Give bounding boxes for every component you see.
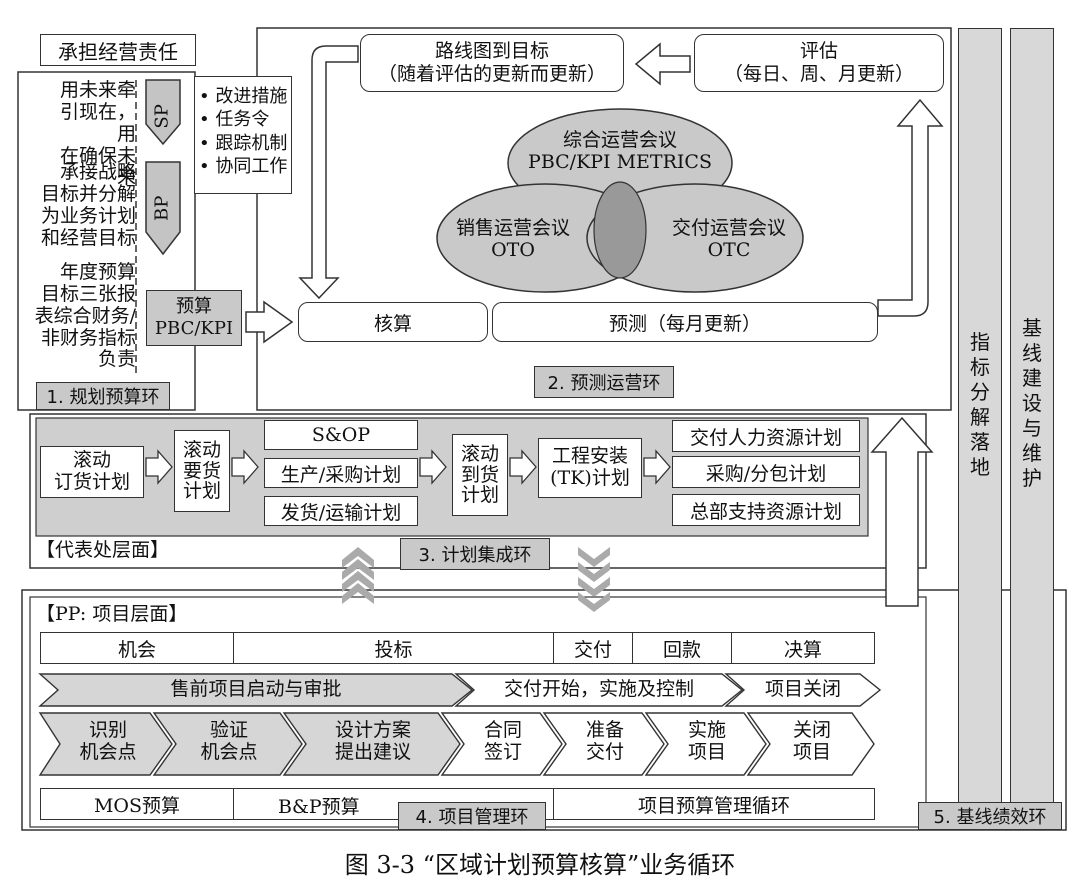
meeting-top-label: 综合运营会议 PBC/KPI METRICS — [528, 129, 712, 173]
bp-chevron — [145, 161, 181, 256]
measure-item: • 改进措施 — [199, 86, 288, 107]
phase-bidding: 投标 — [233, 632, 554, 664]
phase-settlement: 决算 — [731, 632, 875, 664]
sop-box: S&OP — [264, 420, 418, 450]
accounting-box: 核算 — [298, 302, 488, 342]
responsibility-header: 承担经营责任 — [40, 34, 196, 66]
rolling-demand-box: 滚动 要货 计划 — [174, 430, 230, 512]
forecast-frame — [256, 27, 952, 411]
hq-support-box: 总部支持资源计划 — [672, 494, 860, 526]
phase-delivery: 交付 — [553, 632, 633, 664]
kpi-breakdown-label: 指 标 分 解 落 地 — [970, 330, 990, 479]
venn-center — [593, 181, 647, 279]
bp-label: BP — [151, 195, 173, 222]
budget-pbc-box: 预算 PBC/KPI — [146, 290, 242, 346]
step-close: 关闭 项目 — [792, 719, 831, 763]
project-up-arrow — [870, 416, 934, 607]
budget-arrow — [245, 300, 294, 344]
measure-item: • 协同工作 — [199, 156, 288, 178]
mos-budget-box: MOS预算 — [40, 788, 234, 820]
shipping-plan-box: 发货/运输计划 — [264, 496, 418, 526]
rep-office-level: 【代表处层面】 — [36, 539, 170, 561]
stage-arrow-close — [724, 673, 882, 707]
loop-label-4: 4. 项目管理环 — [398, 802, 546, 830]
rolling-order-box: 滚动 订货计划 — [40, 446, 144, 498]
loop-label-3: 3. 计划集成环 — [400, 538, 550, 570]
stage-presale-label: 售前项目启动与审批 — [170, 678, 342, 701]
stage-arrow-presale — [38, 673, 474, 707]
loop-label-1: 1. 规划预算环 — [36, 382, 170, 410]
meeting-right-label: 交付运营会议 OTC — [671, 217, 786, 261]
delivery-hr-box: 交付人力资源计划 — [672, 420, 860, 452]
baseline-build-label: 基 线 建 设 与 维 护 — [1022, 316, 1042, 490]
figure-caption: 图 3-3 “区域计划预算核算”业务循环 — [344, 851, 736, 880]
forecast-box: 预测（每月更新） — [492, 302, 878, 342]
step-verify: 验证 机会点 — [200, 719, 258, 763]
procurement-plan-box: 采购/分包计划 — [672, 456, 860, 488]
forecast-up-arrow — [877, 98, 944, 317]
step-prepare: 准备 交付 — [585, 719, 624, 763]
chevrons-up-stack — [342, 547, 374, 604]
loop-label-5: 5. 基线绩效环 — [918, 802, 1062, 830]
annual-budget-text: 年度预算 目标三张报 表综合财务/ 非财务指标 负责 — [34, 261, 136, 371]
sp-label: SP — [151, 104, 173, 129]
roadmap-down-arrow — [298, 45, 359, 300]
phase-payment: 回款 — [632, 632, 732, 664]
strategy-text: 承接战略 目标并分解 为业务计划 和经营目标 — [40, 161, 136, 249]
measures-box: • 改进措施 • 任务令 • 跟踪机制 • 协同工作 — [194, 76, 292, 194]
chevrons-down-stack — [578, 547, 610, 612]
stage-close-label: 项目关闭 — [764, 678, 841, 701]
future-text: 用未来牵 引现在，用 在确保未来 — [59, 79, 136, 189]
baseline-build-column — [1010, 28, 1054, 822]
measure-item: • 跟踪机制 — [199, 132, 288, 154]
measure-item: • 任务令 — [199, 109, 270, 131]
evaluate-left-arrow — [634, 42, 691, 86]
project-level: 【PP: 项目层面】 — [36, 603, 188, 625]
step-implement: 实施 项目 — [687, 719, 726, 763]
meeting-left-label: 销售运营会议 OTO — [455, 217, 570, 261]
project-budget-cycle-box: 项目预算管理循环 — [553, 788, 875, 820]
step-contract: 合同 签订 — [483, 719, 522, 763]
step-identify: 识别 机会点 — [79, 719, 137, 763]
phase-opportunity: 机会 — [40, 632, 234, 664]
rolling-arrival-box: 滚动 到货 计划 — [452, 434, 508, 516]
step-design: 设计方案 提出建议 — [334, 719, 411, 763]
project-frame-outer — [21, 589, 1067, 831]
stage-delivery-label: 交付开始，实施及控制 — [503, 678, 694, 701]
engineering-plan-box: 工程安装 (TK)计划 — [538, 438, 642, 498]
stage-arrow-delivery — [454, 673, 744, 707]
planning-frame — [17, 71, 196, 411]
loop-label-2: 2. 预测运营环 — [534, 366, 674, 398]
kpi-breakdown-column — [958, 28, 1002, 822]
sp-chevron — [145, 79, 181, 146]
evaluation-box: 评估 （每日、周、月更新） — [694, 34, 944, 92]
production-plan-box: 生产/采购计划 — [264, 458, 418, 488]
roadmap-box: 路线图到目标 （随着评估的更新而更新） — [360, 34, 624, 92]
